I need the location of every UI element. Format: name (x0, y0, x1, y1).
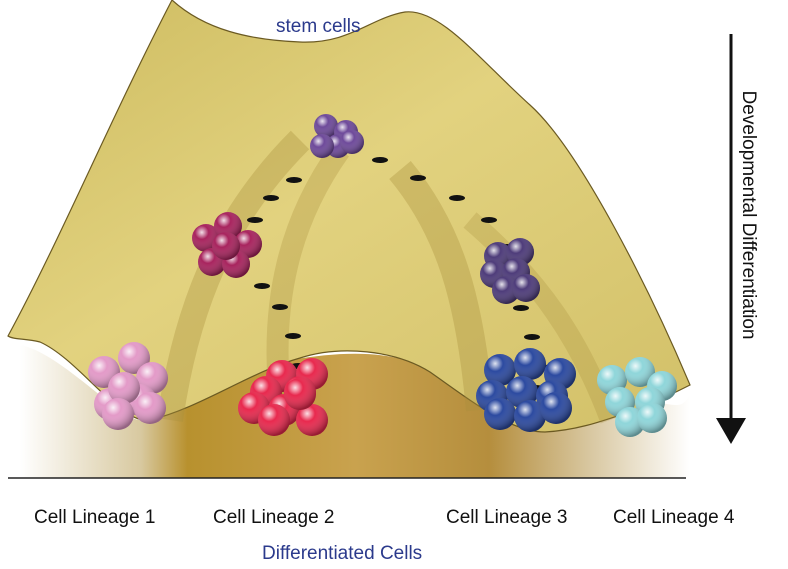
lineage-3-label: Cell Lineage 3 (446, 507, 568, 528)
lineage-1-cluster-cell-shading (102, 398, 134, 430)
stem-cell-cluster-cell-shading (310, 134, 334, 158)
lineage-4-cluster-cell-shading (625, 357, 655, 387)
stem-cell-cluster (310, 114, 364, 158)
lineage-4-label: Cell Lineage 4 (613, 507, 735, 528)
developmental-axis-label: Developmental Differentiation (738, 90, 759, 340)
lineage-2-cluster-cell-shading (296, 404, 328, 436)
lineage-3-cluster-cell-shading (484, 354, 516, 386)
lineage-1-cluster-cell-shading (108, 372, 140, 404)
developmental-arrow-head (716, 418, 746, 444)
intermediate-cluster-magenta (192, 212, 262, 278)
lineage-2-cluster (238, 358, 328, 436)
lineage-1-cluster (88, 342, 168, 430)
stem-cells-label: stem cells (276, 16, 361, 37)
lineage-2-label: Cell Lineage 2 (213, 507, 335, 528)
stem-cell-cluster-cell-shading (340, 130, 364, 154)
cell-clusters (88, 114, 677, 437)
lineage-1-cluster-cell-shading (134, 392, 166, 424)
valley-fold-right (389, 161, 494, 412)
lineage-4-cluster (597, 357, 677, 437)
lineage-2-cluster-cell-shading (258, 404, 290, 436)
lineage-2-cluster-cell-shading (284, 378, 316, 410)
stem-cell-cluster-cell-shading (314, 114, 338, 138)
ground-shadow (20, 345, 690, 478)
lineage-3-cluster-cell-shading (540, 392, 572, 424)
lineage-3-cluster-cell-shading (514, 348, 546, 380)
intermediate-cluster-purple (480, 238, 540, 304)
intermediate-cluster-purple-cell-shading (512, 274, 540, 302)
differentiated-cells-label: Differentiated Cells (262, 543, 423, 564)
lineage-3-cluster (476, 348, 576, 432)
lineage-4-cluster-cell-shading (637, 403, 667, 433)
lineage-3-cluster-cell-shading (514, 400, 546, 432)
lineage-3-cluster-cell-shading (484, 398, 516, 430)
intermediate-cluster-magenta-cell-shading (212, 232, 240, 260)
lineage-1-label: Cell Lineage 1 (34, 507, 156, 528)
